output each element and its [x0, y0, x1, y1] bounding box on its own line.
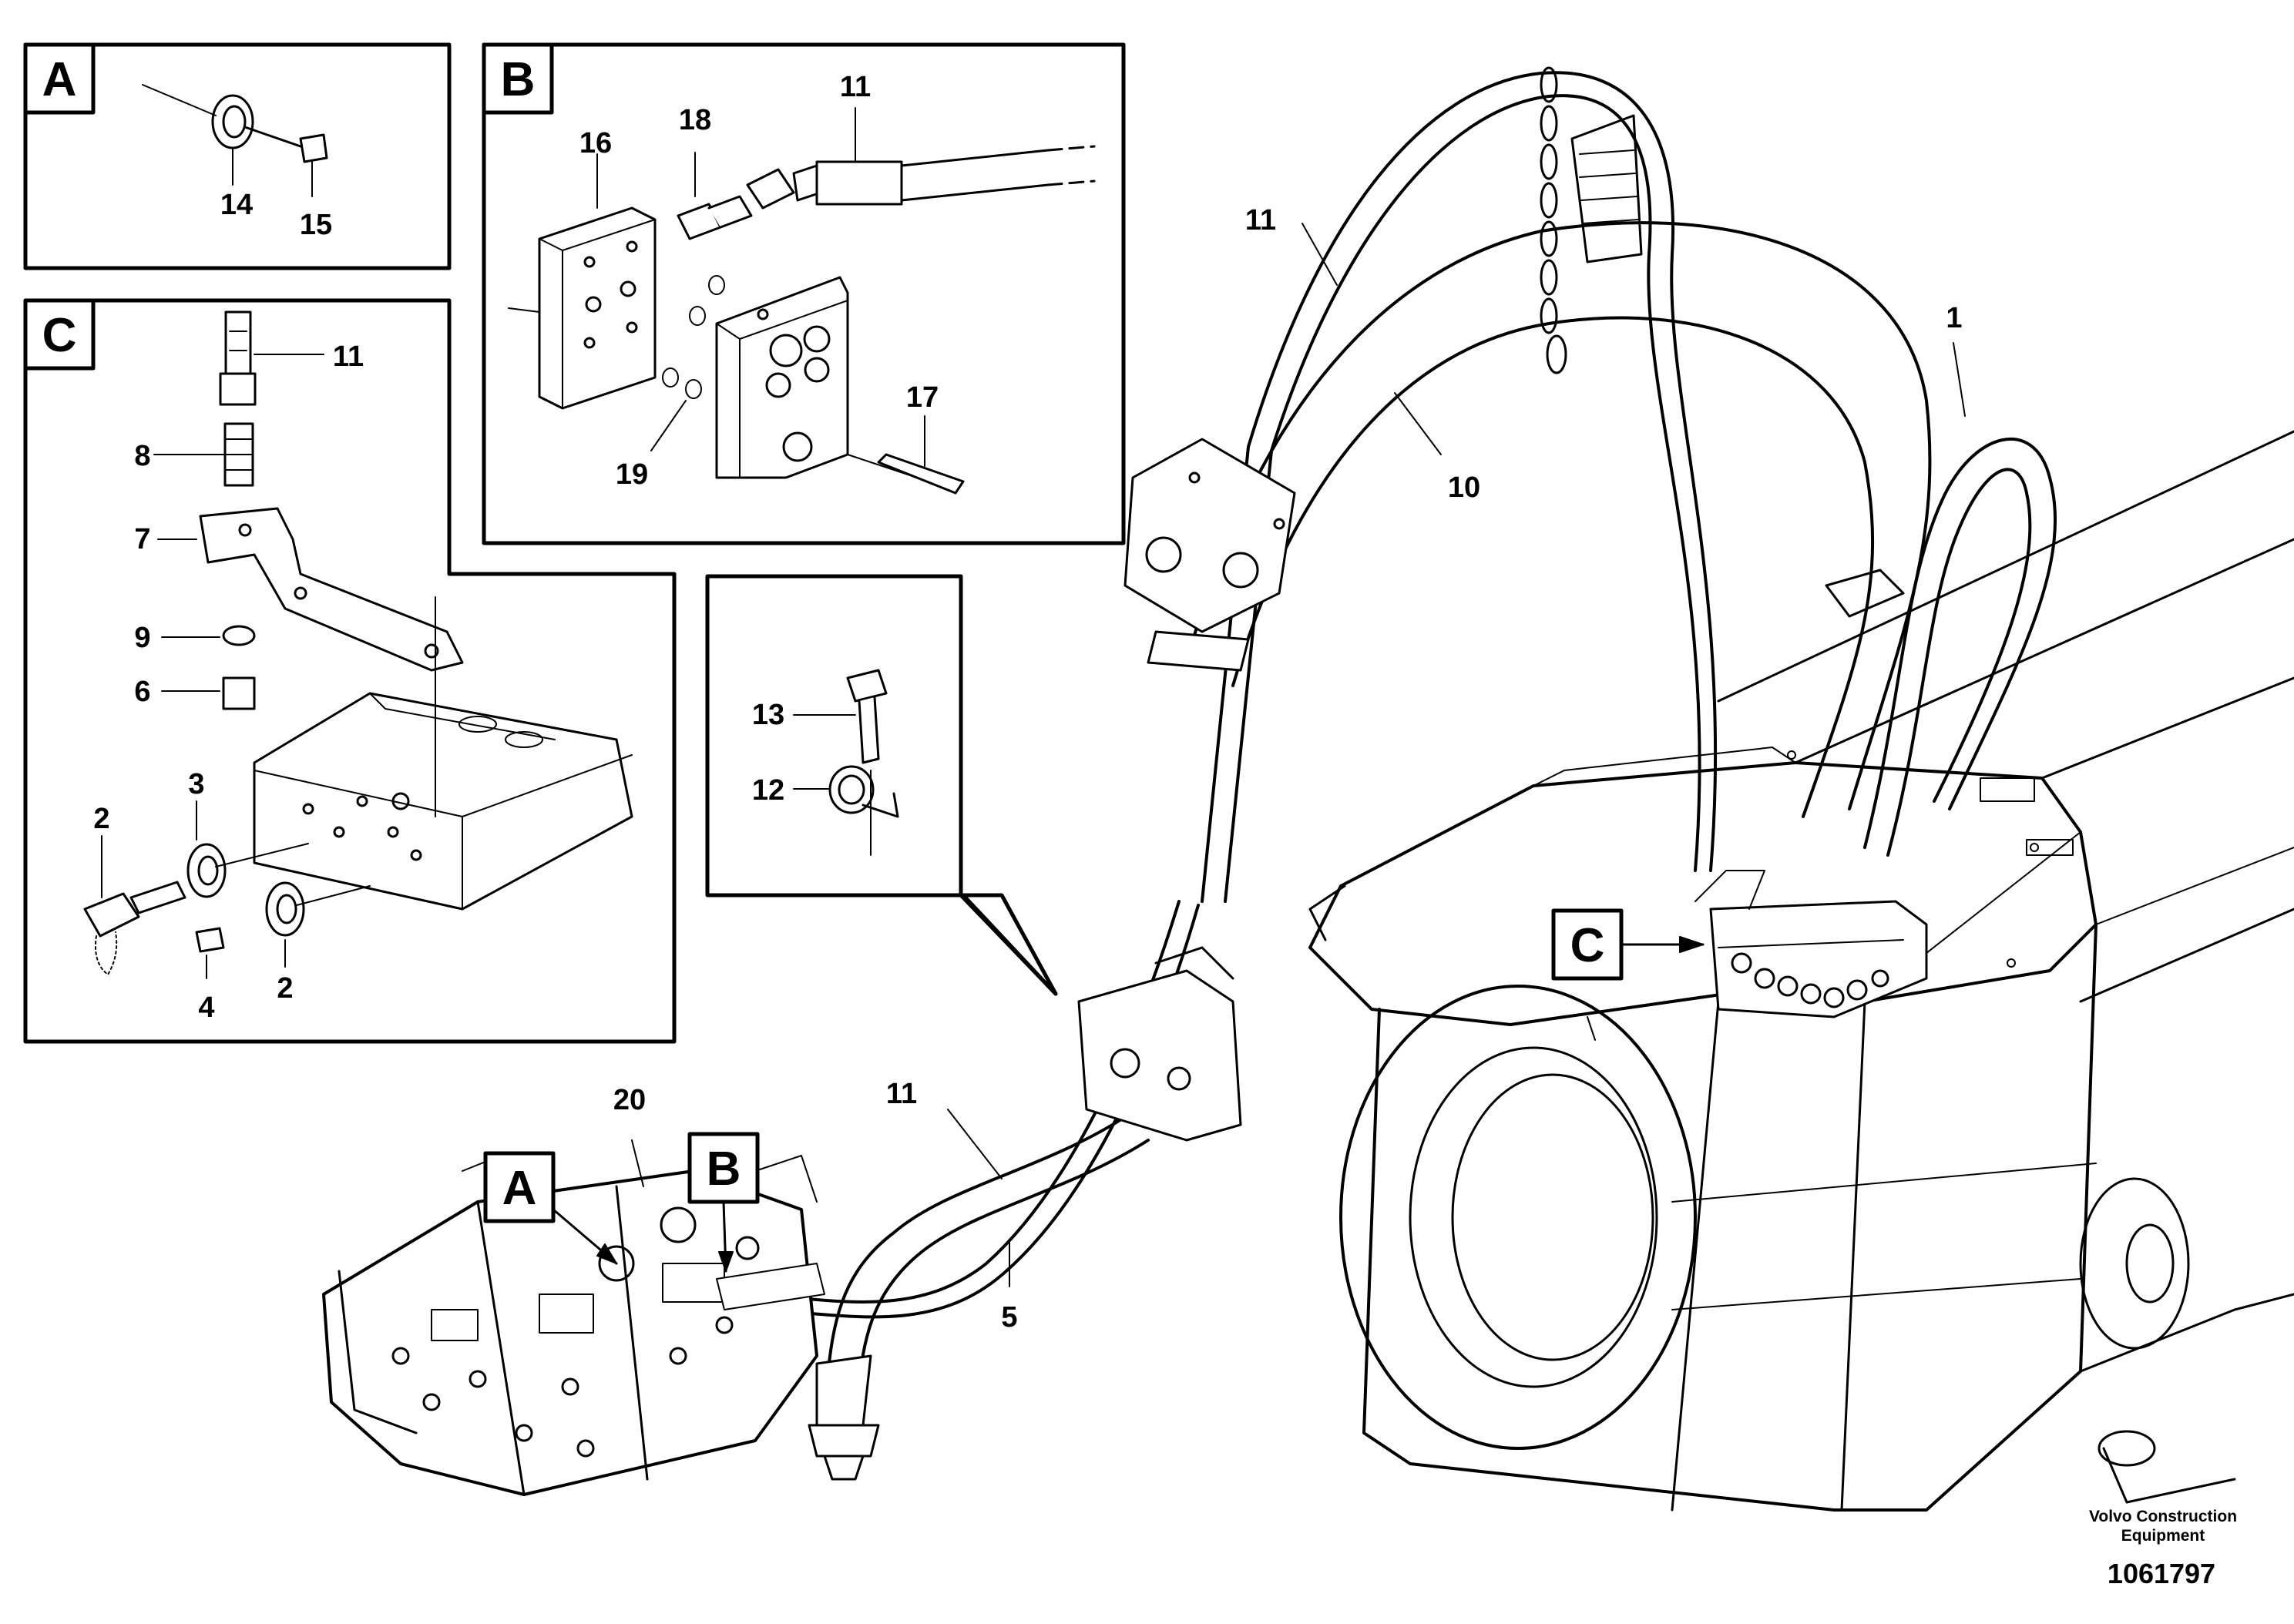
hose-5 [808, 1116, 1150, 1481]
inset-clamp-detail: 13 12 [705, 574, 1058, 996]
control-valve-20 [322, 1155, 825, 1496]
callout-d12: 12 [752, 774, 784, 807]
main-callouts: 11 10 1 11 5 20 [613, 204, 1966, 1334]
credit-line-2: Equipment [2121, 1527, 2205, 1545]
main-tag-a-box [483, 1151, 556, 1223]
callout-b11: 11 [840, 71, 871, 103]
inset-a: A 14 15 [23, 42, 452, 270]
callout-c3: 2 [93, 803, 109, 835]
callout-m10: 10 [1448, 471, 1480, 504]
callout-a14: 14 [220, 189, 253, 221]
hose-11 [738, 71, 1718, 1319]
callout-c9: 9 [134, 622, 150, 654]
inset-b-tag-box [482, 42, 554, 115]
inset-c-tag: C [42, 309, 77, 362]
callout-c7: 7 [134, 523, 150, 555]
inset-a-frame [23, 42, 452, 270]
callout-m1: 1 [1946, 302, 1962, 334]
callout-b19: 19 [616, 458, 648, 491]
main-tag-b: B [707, 1143, 741, 1196]
inset-b: B 16 18 11 [482, 42, 1126, 545]
callout-c11: 11 [333, 341, 364, 373]
callout-b18: 18 [679, 104, 711, 136]
junction-block [1694, 870, 1928, 1018]
callout-a15: 15 [300, 209, 332, 241]
main-reference-tags: A B C [483, 908, 1705, 1273]
callout-c6: 6 [134, 676, 150, 708]
callout-b17: 17 [906, 381, 939, 414]
callout-m5: 5 [1001, 1301, 1017, 1334]
callout-m11a: 11 [1245, 204, 1276, 237]
callout-m11b: 11 [886, 1078, 917, 1110]
callout-c4: 4 [198, 992, 214, 1024]
callout-c2a: 3 [188, 768, 204, 800]
callout-d13: 13 [752, 699, 784, 731]
inset-c-tag-box [23, 298, 96, 371]
axle-housing [1308, 430, 2294, 1512]
inset-a-tag-box [23, 42, 96, 115]
hose-bracket [1077, 438, 1296, 1142]
footer: Volvo Construction Equipment 1061797 [2089, 1508, 2237, 1589]
callout-c8: 8 [134, 440, 150, 472]
main-assembly [322, 66, 2294, 1512]
main-tag-c: C [1570, 919, 1605, 972]
callout-m20: 20 [613, 1084, 646, 1116]
main-tag-c-box [1551, 908, 1624, 981]
inset-c-frame [23, 298, 677, 1044]
document-number: 1061797 [2108, 1558, 2215, 1589]
chain-and-spring [1540, 66, 1643, 374]
credit-line-1: Volvo Construction [2089, 1508, 2237, 1525]
hose-1 [1863, 437, 2057, 857]
main-tag-b-box [687, 1132, 760, 1204]
inset-b-frame [482, 42, 1126, 545]
callout-c2b: 2 [277, 972, 293, 1005]
inset-a-tag: A [42, 53, 77, 106]
inset-c: C 11 8 7 9 6 [23, 298, 677, 1044]
main-tag-a: A [502, 1162, 537, 1215]
inset-b-tag: B [501, 53, 536, 106]
callout-b16: 16 [579, 127, 612, 159]
